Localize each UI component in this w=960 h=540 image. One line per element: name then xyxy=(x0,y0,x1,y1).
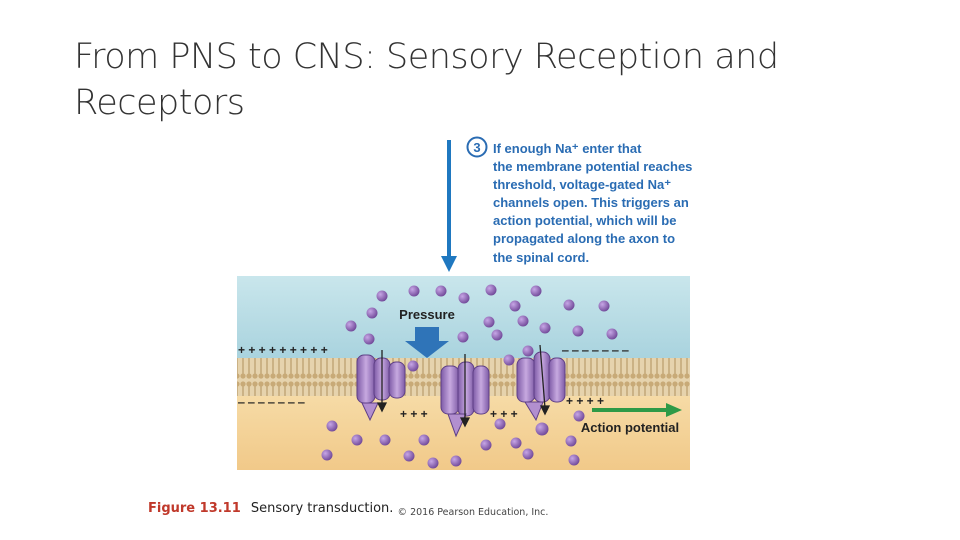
pressure-label: Pressure xyxy=(399,307,455,322)
step-number: 3 xyxy=(473,140,480,155)
figure-caption-text: Sensory transduction. xyxy=(250,501,394,516)
inside-plus-charges: + + + xyxy=(400,407,428,421)
extracellular-fluid xyxy=(237,276,690,358)
inside-plus-charges-3: + + + + xyxy=(566,394,604,408)
outside-plus-charges: + + + + + + + + + xyxy=(238,343,328,357)
pressure-indicator: Pressure xyxy=(399,307,455,358)
step-text-line-3: threshold, voltage-gated Na⁺ xyxy=(493,177,671,192)
figure-number: Figure 13.11 xyxy=(148,501,241,516)
inside-plus-charges-2: + + + xyxy=(490,407,518,421)
step-text-line-1: If enough Na⁺ enter that xyxy=(493,141,642,156)
step-number-badge: 3 xyxy=(466,136,488,158)
inside-minus-charges: ‒ ‒ ‒ ‒ ‒ ‒ ‒ xyxy=(237,395,305,409)
step-text-line-6: propagated along the axon to xyxy=(493,231,675,246)
mechanically-gated-channel-2 xyxy=(440,361,490,438)
step-arrow xyxy=(441,140,457,272)
action-potential-label: Action potential xyxy=(581,420,679,435)
membrane-charges: + + + + + + + + + ‒ ‒ ‒ ‒ ‒ ‒ ‒ ‒ ‒ ‒ ‒ … xyxy=(237,343,629,421)
step-text: If enough Na⁺ enter that the membrane po… xyxy=(493,141,692,265)
step-text-line-5: action potential, which will be xyxy=(493,213,676,228)
pressure-arrow-icon xyxy=(405,327,449,358)
copyright-notice: © 2016 Pearson Education, Inc. xyxy=(397,507,549,518)
step-text-line-2: the membrane potential reaches xyxy=(493,159,692,174)
figure-caption: Figure 13.11 Sensory transduction. © 201… xyxy=(148,501,549,518)
outside-minus-charges: ‒ ‒ ‒ ‒ ‒ ‒ ‒ xyxy=(561,343,629,357)
slide-title-line-2: Receptors xyxy=(74,83,245,123)
slide-title: From PNS to CNS: Sensory Reception and R… xyxy=(74,34,834,126)
step-text-line-4: channels open. This triggers an xyxy=(493,195,689,210)
step-text-line-7: the spinal cord. xyxy=(493,250,589,265)
action-potential-arrow xyxy=(592,403,682,417)
sodium-ions xyxy=(321,284,618,469)
slide-title-line-1: From PNS to CNS: Sensory Reception and xyxy=(74,37,779,77)
ion-flow-arrows xyxy=(376,344,551,428)
